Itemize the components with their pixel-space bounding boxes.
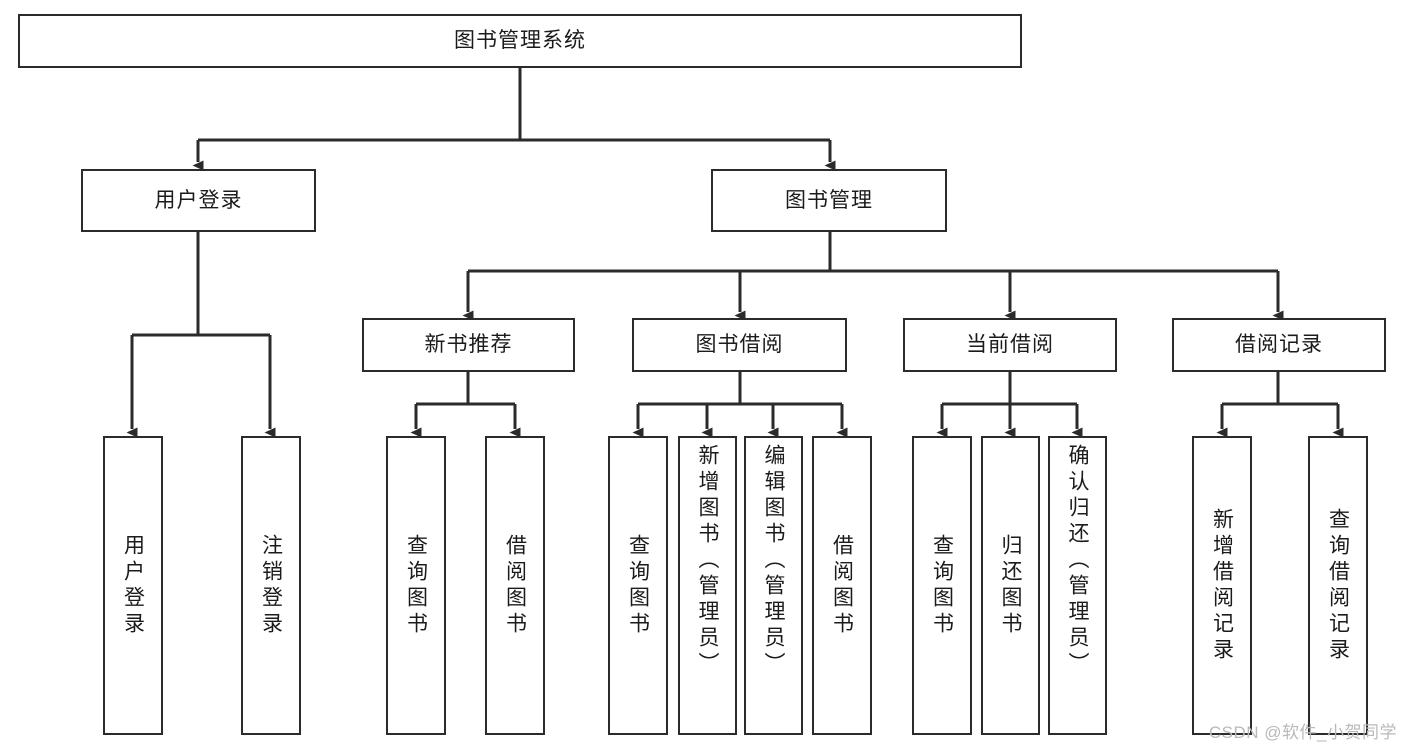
node-current-borrow[interactable]: 当前借阅: [903, 318, 1117, 372]
node-leaf-book-borrow-query[interactable]: 查询图书: [608, 436, 668, 735]
node-leaf-user-login-login[interactable]: 用户登录: [103, 436, 163, 735]
node-leaf-label: 新增借阅记录: [1210, 507, 1234, 664]
node-book-borrow[interactable]: 图书借阅: [632, 318, 847, 372]
node-leaf-user-login-logout[interactable]: 注销登录: [241, 436, 301, 735]
node-leaf-label: 确认归还（管理员）: [1066, 444, 1089, 678]
node-user-login-label: 用户登录: [154, 188, 243, 212]
node-leaf-label: 归还图书: [999, 533, 1022, 638]
node-leaf-label: 查询图书: [404, 533, 428, 638]
node-leaf-label: 注销登录: [259, 533, 283, 638]
node-leaf-book-borrow-edit[interactable]: 编辑图书（管理员）: [744, 436, 803, 735]
node-leaf-current-borrow-return[interactable]: 归还图书: [981, 436, 1040, 735]
node-leaf-book-borrow-borrow[interactable]: 借阅图书: [812, 436, 872, 735]
node-new-book[interactable]: 新书推荐: [362, 318, 575, 372]
node-leaf-book-borrow-add[interactable]: 新增图书（管理员）: [678, 436, 737, 735]
node-leaf-new-book-query[interactable]: 查询图书: [386, 436, 446, 735]
node-borrow-record-label: 借阅记录: [1235, 333, 1323, 357]
node-leaf-new-book-borrow[interactable]: 借阅图书: [485, 436, 545, 735]
node-user-login[interactable]: 用户登录: [81, 169, 316, 232]
node-leaf-label: 新增图书（管理员）: [696, 444, 719, 678]
node-borrow-record[interactable]: 借阅记录: [1172, 318, 1386, 372]
node-leaf-current-borrow-query[interactable]: 查询图书: [912, 436, 972, 735]
node-leaf-borrow-record-query[interactable]: 查询借阅记录: [1308, 436, 1368, 735]
node-book-manage[interactable]: 图书管理: [711, 169, 947, 232]
node-book-manage-label: 图书管理: [785, 188, 873, 212]
node-leaf-label: 编辑图书（管理员）: [762, 444, 785, 678]
node-leaf-label: 借阅图书: [830, 533, 854, 638]
watermark: CSDN @软件_小贺同学: [1208, 723, 1397, 742]
node-leaf-label: 用户登录: [121, 533, 145, 638]
node-book-borrow-label: 图书借阅: [695, 333, 784, 357]
node-leaf-label: 借阅图书: [503, 533, 527, 638]
node-leaf-borrow-record-add[interactable]: 新增借阅记录: [1192, 436, 1252, 735]
node-root[interactable]: 图书管理系统: [18, 14, 1022, 68]
node-leaf-label: 查询图书: [626, 533, 650, 638]
node-leaf-label: 查询借阅记录: [1326, 507, 1350, 664]
node-new-book-label: 新书推荐: [424, 333, 513, 357]
node-root-label: 图书管理系统: [454, 29, 586, 53]
node-leaf-label: 查询图书: [930, 533, 954, 638]
node-leaf-current-borrow-confirm[interactable]: 确认归还（管理员）: [1048, 436, 1107, 735]
node-current-borrow-label: 当前借阅: [966, 333, 1054, 357]
